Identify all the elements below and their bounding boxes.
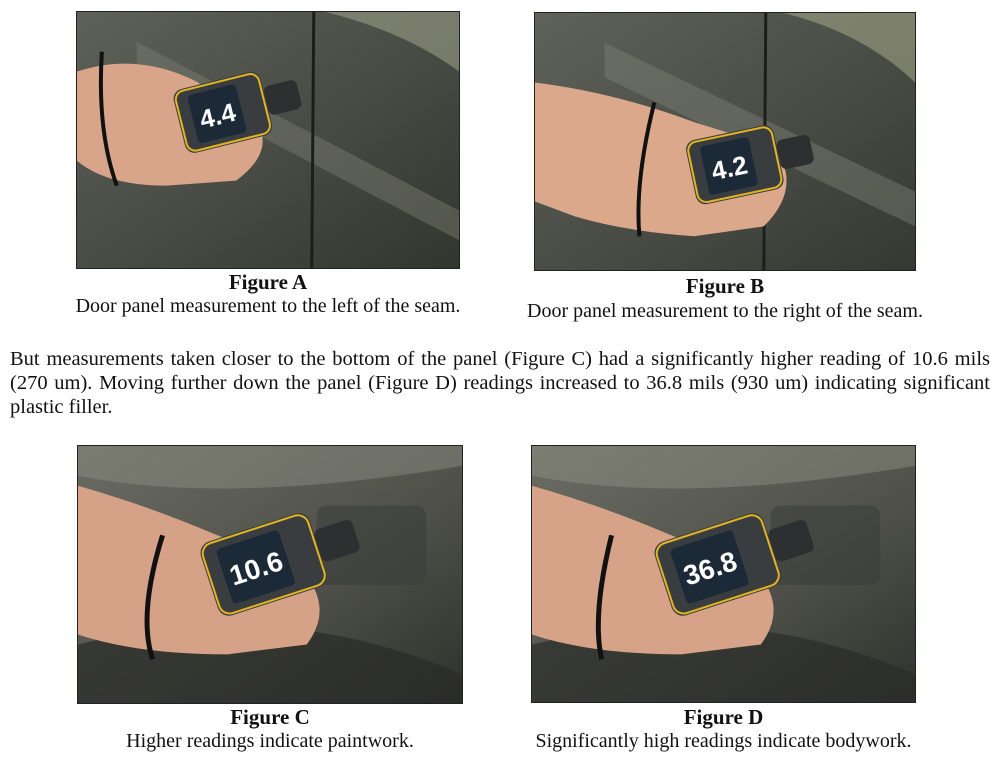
- figure-d-caption: Significantly high readings indicate bod…: [535, 730, 912, 752]
- figure-c-title: Figure C: [230, 705, 310, 729]
- figure-a-title: Figure A: [228, 270, 308, 294]
- body-paragraph: But measurements taken closer to the bot…: [10, 348, 990, 418]
- figure-a-photo: 4.4: [76, 11, 460, 269]
- figure-c-caption: Higher readings indicate paintwork.: [126, 730, 414, 752]
- figure-d-photo: 36.8: [531, 445, 916, 703]
- figure-a-caption: Door panel measurement to the left of th…: [75, 295, 461, 317]
- figure-b-title: Figure B: [685, 274, 765, 298]
- figure-c-photo: 10.6: [77, 445, 463, 704]
- figure-b-caption: Door panel measurement to the right of t…: [527, 300, 923, 322]
- figure-b-photo: 4.2: [534, 12, 916, 271]
- figure-d-title: Figure D: [683, 705, 764, 729]
